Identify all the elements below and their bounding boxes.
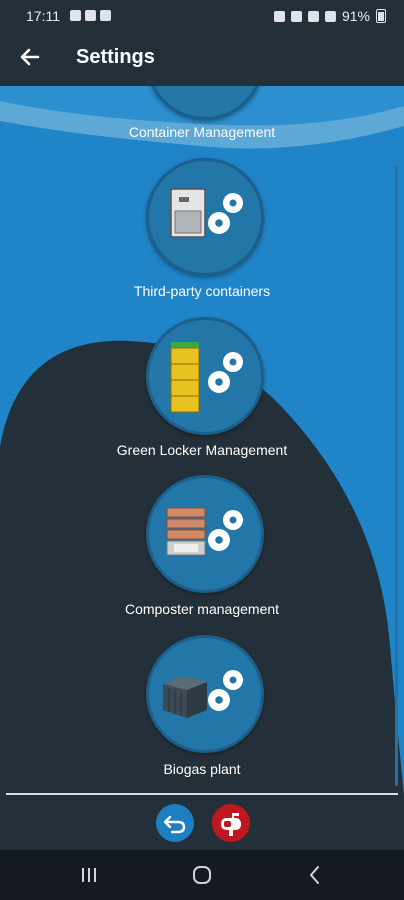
biogas-plant-label: Biogas plant bbox=[163, 761, 241, 777]
facebook-icon bbox=[85, 10, 96, 21]
biogas-container-icon bbox=[163, 676, 207, 718]
composter-management-label: Composter management bbox=[124, 601, 280, 617]
system-icons: 91% bbox=[273, 8, 386, 24]
home-icon[interactable] bbox=[191, 864, 213, 886]
locker-icon bbox=[170, 342, 200, 413]
divider bbox=[6, 793, 398, 795]
scrollbar[interactable] bbox=[395, 166, 398, 786]
composter-management-button[interactable] bbox=[146, 475, 264, 593]
battery-text: 91% bbox=[341, 8, 370, 24]
app-bar: Settings bbox=[0, 30, 404, 86]
gear-icon bbox=[208, 352, 243, 393]
back-arrow-icon[interactable] bbox=[18, 45, 42, 69]
battery-icon bbox=[376, 9, 386, 23]
gear-icon bbox=[208, 510, 243, 551]
status-bar: 17:11 91% bbox=[0, 0, 404, 30]
page-title: Settings bbox=[76, 46, 155, 68]
mailbox-icon bbox=[221, 813, 241, 836]
third-party-containers-label: Third-party containers bbox=[133, 283, 271, 299]
wifi-icon bbox=[307, 10, 319, 22]
green-locker-management-label: Green Locker Management bbox=[116, 442, 288, 458]
notification-icon bbox=[100, 10, 111, 21]
gear-icon bbox=[208, 193, 243, 234]
notification-icons bbox=[70, 10, 111, 21]
settings-content: Container Management Third-party contain… bbox=[0, 86, 404, 796]
biogas-plant-button[interactable] bbox=[146, 635, 264, 753]
bluetooth-icon bbox=[290, 10, 302, 22]
container-management-label: Container Management bbox=[128, 124, 276, 140]
composter-icon bbox=[166, 507, 206, 556]
back-nav-icon[interactable] bbox=[304, 864, 326, 886]
recent-apps-icon[interactable] bbox=[78, 864, 100, 886]
undo-button[interactable] bbox=[156, 804, 194, 842]
undo-icon bbox=[163, 815, 186, 834]
signal-icon bbox=[324, 10, 336, 22]
system-navigation-bar bbox=[0, 850, 404, 900]
status-time: 17:11 bbox=[26, 8, 60, 24]
bottom-action-bar bbox=[0, 795, 404, 850]
mailbox-button[interactable] bbox=[212, 804, 250, 842]
gallery-icon bbox=[70, 10, 81, 21]
green-locker-management-button[interactable] bbox=[146, 317, 264, 435]
third-party-containers-button[interactable] bbox=[146, 158, 264, 276]
gear-icon bbox=[208, 670, 243, 711]
alarm-icon bbox=[273, 10, 285, 22]
